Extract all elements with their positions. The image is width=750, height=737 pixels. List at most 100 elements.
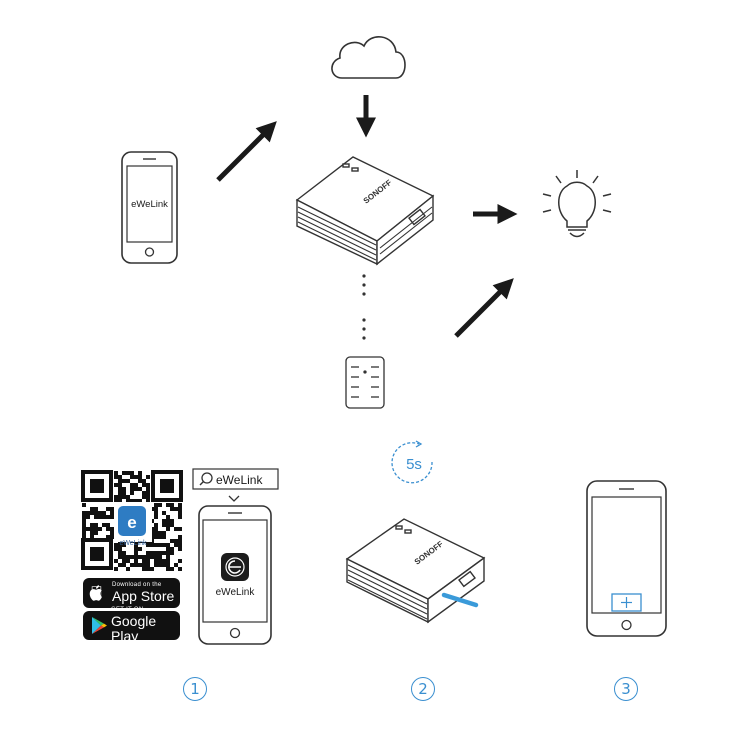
qr-module <box>146 559 150 563</box>
qr-module <box>130 471 134 475</box>
app-icon[interactable] <box>221 553 249 581</box>
press-button-icon <box>441 592 479 608</box>
qr-module <box>130 555 134 559</box>
qr-module <box>118 555 122 559</box>
qr-module <box>178 507 182 511</box>
qr-module <box>122 479 126 483</box>
step-number: 1 <box>183 677 207 701</box>
qr-module <box>146 543 150 547</box>
qr-module <box>122 495 126 499</box>
qr-module <box>134 559 138 563</box>
search-text: eWeLink <box>216 473 263 487</box>
app-store-badge-caption: Download on the <box>112 582 162 588</box>
qr-module <box>142 479 146 483</box>
qr-module <box>130 475 134 479</box>
qr-module <box>158 551 162 555</box>
qr-module <box>174 563 178 567</box>
qr-module <box>130 499 134 503</box>
qr-module <box>114 567 118 571</box>
qr-module <box>126 471 130 475</box>
qr-module <box>166 567 170 571</box>
qr-code-icon: e eWeLink <box>81 470 183 571</box>
qr-module <box>114 495 118 499</box>
search-box[interactable]: eWeLink <box>192 468 279 490</box>
qr-module <box>178 547 182 551</box>
qr-module <box>178 539 182 543</box>
qr-module <box>134 555 138 559</box>
qr-module <box>150 555 154 559</box>
step-number: 3 <box>614 677 638 701</box>
qr-module <box>142 555 146 559</box>
google-play-icon <box>92 617 107 634</box>
google-play-badge-caption: GET IT ON <box>111 607 144 613</box>
qr-module <box>154 515 158 519</box>
qr-module <box>90 535 94 539</box>
qr-module <box>166 563 170 567</box>
qr-module <box>86 527 90 531</box>
qr-module <box>178 535 182 539</box>
qr-module <box>90 507 94 511</box>
qr-module <box>106 535 110 539</box>
qr-module <box>154 559 158 563</box>
qr-module <box>150 567 154 571</box>
add-device-button[interactable] <box>611 593 642 612</box>
qr-module <box>122 471 126 475</box>
qr-module <box>154 535 158 539</box>
phone-icon: eWeLink <box>198 505 272 645</box>
qr-module <box>102 515 106 519</box>
qr-module <box>170 523 174 527</box>
qr-module <box>162 519 166 523</box>
qr-module <box>102 523 106 527</box>
qr-module <box>118 543 122 547</box>
qr-module <box>138 563 142 567</box>
qr-module <box>162 559 166 563</box>
qr-module <box>102 511 106 515</box>
qr-module <box>122 487 126 491</box>
qr-module <box>114 475 118 479</box>
qr-module <box>154 551 158 555</box>
qr-module <box>142 559 146 563</box>
qr-module <box>154 527 158 531</box>
qr-module <box>170 547 174 551</box>
qr-module <box>110 511 114 515</box>
dotted-link <box>362 274 366 340</box>
qr-module <box>170 551 174 555</box>
phone-icon <box>586 480 667 637</box>
qr-module <box>114 471 118 475</box>
qr-module <box>126 499 130 503</box>
qr-module <box>94 515 98 519</box>
qr-module <box>154 507 158 511</box>
qr-module <box>146 491 150 495</box>
qr-module <box>118 499 122 503</box>
chevron-down-icon <box>228 495 240 502</box>
qr-module <box>110 515 114 519</box>
qr-module <box>122 563 126 567</box>
qr-module <box>158 563 162 567</box>
qr-module <box>130 563 134 567</box>
qr-module <box>114 559 118 563</box>
qr-module <box>162 563 166 567</box>
qr-module <box>82 531 86 535</box>
qr-module <box>146 551 150 555</box>
qr-module <box>162 531 166 535</box>
qr-module <box>174 527 178 531</box>
qr-module <box>170 503 174 507</box>
qr-module <box>98 515 102 519</box>
qr-module <box>138 555 142 559</box>
qr-module <box>94 531 98 535</box>
qr-module <box>166 555 170 559</box>
qr-module <box>118 495 122 499</box>
qr-module <box>146 483 150 487</box>
cloud-icon <box>331 36 406 79</box>
qr-module <box>134 551 138 555</box>
qr-module <box>174 539 178 543</box>
qr-module <box>158 555 162 559</box>
qr-module <box>166 559 170 563</box>
light-bulb-icon <box>542 170 612 238</box>
qr-module <box>122 555 126 559</box>
qr-module <box>146 499 150 503</box>
qr-module <box>90 523 94 527</box>
qr-module <box>138 487 142 491</box>
qr-module <box>166 547 170 551</box>
qr-module <box>166 543 170 547</box>
